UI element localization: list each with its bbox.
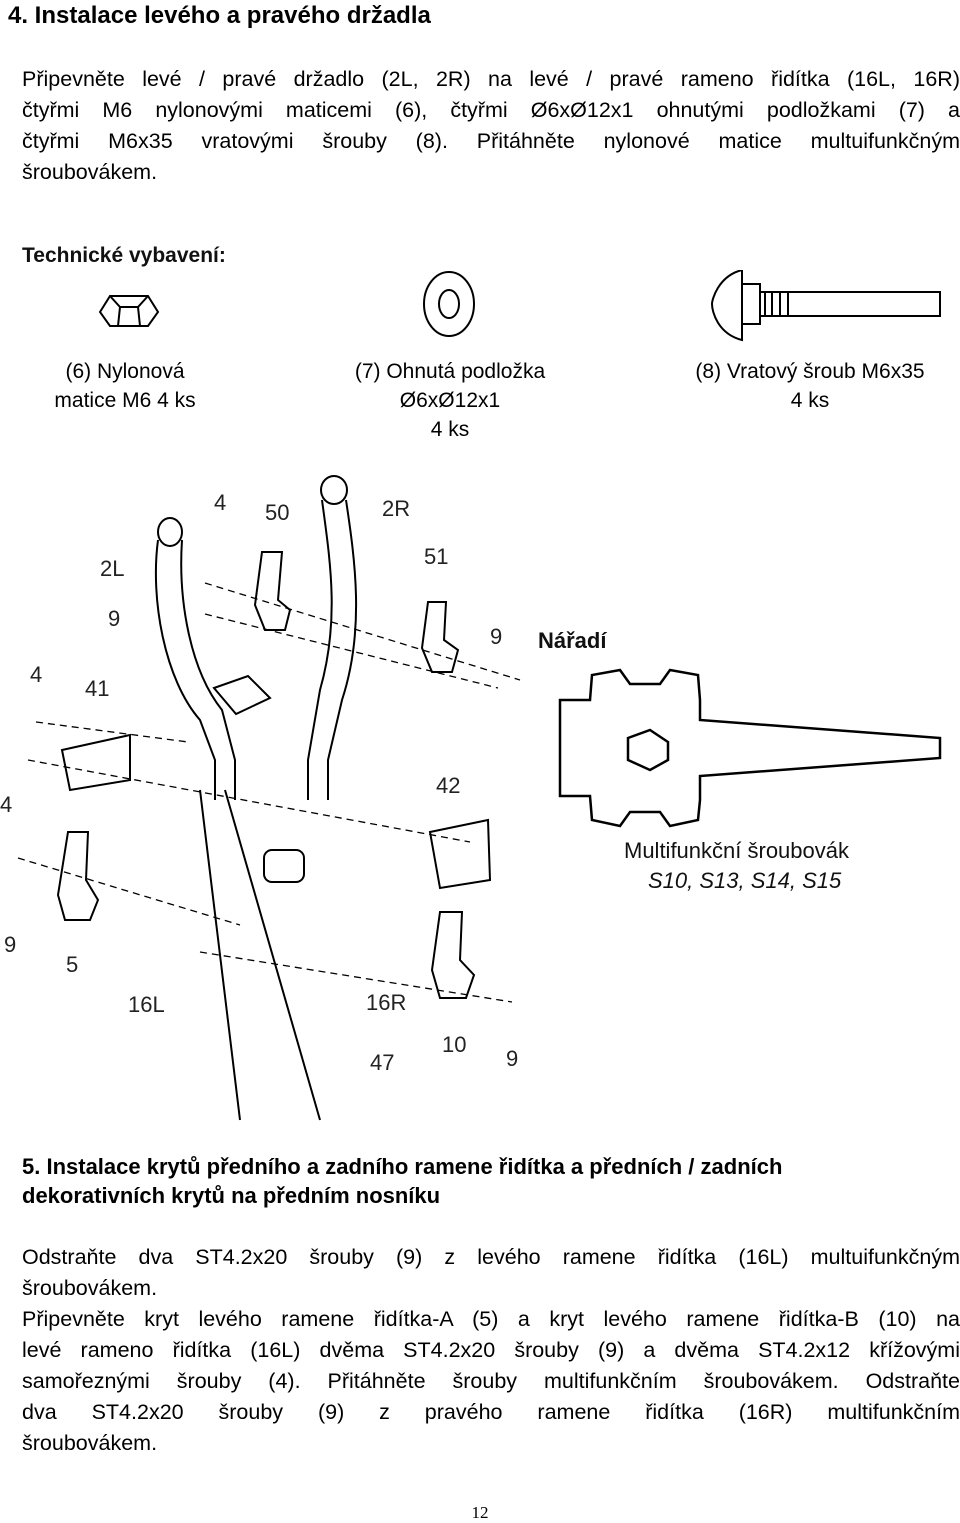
section-4-title: 4. Instalace levého a pravého držadla [8,2,431,29]
cover-41 [60,733,131,792]
section-5-title: 5. Instalace krytů předního a zadního ra… [22,1152,922,1210]
hardware-heading: Technické vybavení: [22,244,226,267]
paragraph-line: Odstraňte dva ST4.2x20 šrouby (9) z levé… [22,1245,960,1269]
assembly-figure: 4 50 2R 2L 51 9 9 Nářadí 4 41 4 42 Multi… [0,270,942,1121]
title-line: dekorativních krytů na předním nosníku [22,1183,441,1208]
hardware-item-nylon-nut: (6) Nylonová matice M6 4 ks [30,357,220,415]
caption-line: (7) Ohnutá podložka [354,360,546,383]
hardware-item-carriage-bolt: (8) Vratový šroub M6x35 4 ks [670,357,950,415]
paragraph-line: Připevněte kryt levého ramene řidítka-A … [22,1307,960,1331]
caption-line: 4 ks [790,389,830,412]
bracket-50 [253,551,292,631]
label-9-c: 9 [4,932,16,957]
multifunction-screwdriver-icon [558,668,942,828]
plate [212,674,272,716]
paragraph-line: dva ST4.2x20 šrouby (9) z pravého ramene… [22,1400,960,1424]
label-9-a: 9 [108,606,120,631]
label-42: 42 [436,773,460,798]
tool-sizes: S10, S13, S14, S15 [648,868,842,893]
title-line: 5. Instalace krytů předního a zadního ra… [22,1154,783,1179]
knob [263,849,305,883]
label-9-d: 9 [506,1046,518,1071]
page-number: 12 [471,1503,489,1522]
paragraph-line: šroubovákem. [22,1276,158,1300]
bracket-51 [420,601,460,673]
label-51: 51 [424,544,448,569]
label-2L: 2L [100,556,124,581]
paragraph-line: čtyřmi M6 nylonovými maticemi (6), čtyřm… [22,98,960,122]
paragraph-line: šroubovákem. [22,160,158,184]
label-16L: 16L [128,992,165,1017]
section-5-paragraph: Odstraňte dva ST4.2x20 šrouby (9) z levé… [22,1242,960,1459]
label-5: 5 [66,952,78,977]
caption-line: Ø6xØ12x1 [399,389,501,412]
tool-name: Multifunkční šroubovák [624,838,850,863]
label-16R: 16R [366,990,406,1015]
cover-42 [428,818,492,890]
label-47: 47 [370,1050,394,1075]
label-9-b: 9 [490,624,502,649]
cover-5 [56,831,100,921]
label-50: 50 [265,500,289,525]
hardware-item-washer: (7) Ohnutá podložka Ø6xØ12x1 4 ks [320,357,580,444]
left-handle-2L [154,517,321,1121]
section-4-paragraph: Připevněte levé / pravé držadlo (2L, 2R)… [22,64,960,188]
assembly-lines [17,582,521,1003]
washer-icon [423,271,475,337]
carriage-bolt-icon [710,270,941,342]
nylon-nut-icon [98,295,160,327]
label-4-left: 4 [30,662,42,687]
paragraph-line: šroubovákem. [22,1431,158,1455]
cover-10 [430,911,476,999]
label-4-mid: 4 [0,792,12,817]
label-2R: 2R [382,496,410,521]
caption-line: 4 ks [430,418,470,441]
label-41: 41 [85,676,109,701]
paragraph-line: Připevněte levé / pravé držadlo (2L, 2R)… [22,67,960,91]
caption-line: (6) Nylonová [65,360,185,383]
paragraph-line: čtyřmi M6x35 vratovými šrouby (8). Přitá… [22,129,960,153]
label-10: 10 [442,1032,466,1057]
tools-title: Nářadí [538,628,607,653]
paragraph-line: samořeznými šrouby (4). Přitáhněte šroub… [22,1369,960,1393]
paragraph-line: levé rameno řidítka (16L) dvěma ST4.2x20… [22,1338,960,1362]
label-4-top: 4 [214,490,226,515]
caption-line: (8) Vratový šroub M6x35 [695,360,925,383]
right-handle-2R [307,475,358,800]
caption-line: matice M6 4 ks [54,389,196,412]
